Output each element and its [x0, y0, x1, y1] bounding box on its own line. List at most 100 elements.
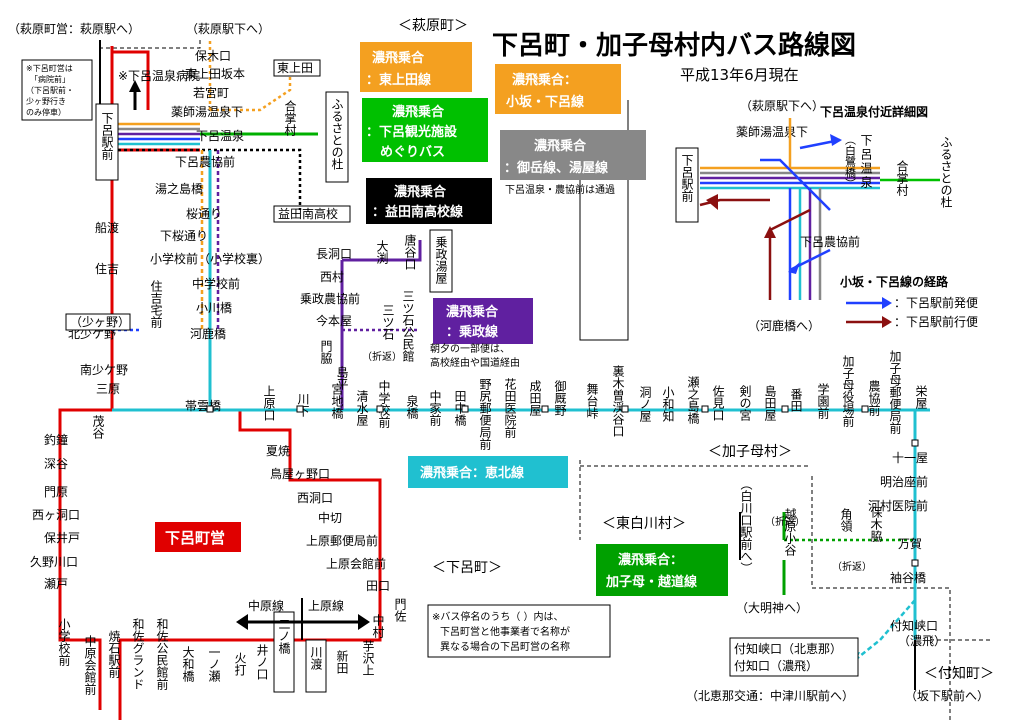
stop-yakushi: 薬師湯温泉下 — [171, 105, 243, 119]
route-bundle-gero-eki — [118, 122, 200, 146]
stop-labels-vertical: 上原口 川下 宮地橋 清水屋 中学校前 泉橋 中家前 田中橋 野尻郵便局前 花田… — [57, 99, 928, 695]
stop-imozawa: 芋沢上 — [361, 640, 375, 676]
stop-obiwa: 小和知 — [661, 386, 675, 423]
inset-yakushi: 薬師湯温泉下 — [736, 125, 808, 139]
note-bottom: ※バス停名のうち（ ）内は、 下呂町営と他事業者で名称が 異なる場合の下呂町営の… — [427, 604, 611, 658]
stop-koshi: 越原小谷 — [783, 508, 797, 557]
stop-oryu2: （折返） — [765, 515, 805, 528]
stop-shogakko: 小学校前（小学校裏） — [150, 251, 270, 266]
stop-seto: 瀬戸 — [44, 577, 68, 591]
stop-nohara-yubin: 野尻郵便局前 — [478, 378, 492, 450]
svg-text:：東上田線: ：東上田線 — [366, 72, 432, 88]
detail-inset: 下呂温泉付近詳細図 （萩原駅下へ） 薬師湯温泉下 下呂駅前 — [675, 99, 978, 333]
svg-text:小坂・下呂線: 小坂・下呂線 — [506, 94, 585, 110]
stop-gero-nokyo: 下呂農協前 — [175, 154, 235, 169]
stop-kashika: 河鹿橋 — [190, 326, 226, 341]
stop-tsurugi: 剣の宮 — [738, 385, 752, 421]
stop-horinoya: 洞ノ屋 — [638, 386, 652, 423]
svg-text:付知口（濃飛）: 付知口（濃飛） — [734, 659, 818, 673]
stop-miyachihashi: 宮地橋 — [330, 382, 344, 420]
svg-text:下呂町営と他事業者で名称が: 下呂町営と他事業者で名称が — [440, 625, 570, 638]
stop-karatani: 唐谷口 — [403, 233, 417, 270]
stop-kadota: 門脇 — [319, 340, 333, 365]
stop-tsukechikyo-nohi: （濃飛） — [898, 634, 946, 648]
box-tsukechi: 付知峡口（北恵那） 付知口（濃飛） — [729, 637, 859, 677]
svg-text:濃飛乗合：: 濃飛乗合： — [512, 72, 577, 88]
stop-hiuchi: 火打 — [233, 652, 247, 676]
stop-markers — [206, 405, 919, 567]
stop-gakuen: 学園前 — [816, 382, 830, 419]
legend-red: ：下呂駅前行便 — [894, 314, 978, 329]
stop-tsukechikyo: 付知峡口 — [890, 619, 938, 633]
stop-masuda-nokyo: 乗政農協前 — [300, 291, 360, 306]
stop-sami: 佐見口 — [711, 385, 725, 421]
stop-kawashimo: 川下 — [296, 393, 310, 417]
stop-sakaeya: 栄屋 — [914, 385, 928, 410]
region-tsukechi: ＜付知町＞ — [924, 665, 994, 682]
stop-kashimo-yakuba: 加子母役場前 — [841, 355, 855, 427]
box-masuda-minami-stop — [273, 205, 351, 223]
stop-masuda-minami: 益田南高校 — [278, 206, 338, 221]
svg-text:濃飛乗合: 濃飛乗合 — [446, 304, 499, 320]
svg-text:：益田南高校線: ：益田南高校線 — [372, 204, 464, 220]
svg-text:少ヶ野行き: 少ヶ野行き — [26, 96, 66, 106]
stop-ogawa: 小川橋 — [196, 301, 232, 315]
stop-shimada: 島田屋 — [763, 384, 777, 422]
stop-meiji: 明治座前 — [880, 474, 928, 489]
stop-manga: 万賀 — [898, 537, 922, 551]
stop-fukatani: 深谷 — [44, 457, 68, 471]
route-masuda — [340, 240, 422, 410]
svg-text:：乗政線: ：乗政線 — [446, 324, 499, 340]
stop-shigeru: 茂谷 — [91, 415, 105, 440]
stop-sakuradori: 桜通り — [186, 207, 222, 221]
stop-nishimura: 西村 — [320, 270, 344, 284]
route-masuda-minami — [118, 148, 302, 210]
box-gero-choei: 下呂町営 — [155, 522, 241, 552]
stop-nakamura: 中村 — [371, 613, 385, 638]
stop-omagari: 大渕 — [375, 240, 389, 264]
page-title: 下呂町・加子母村内バス路線図 — [492, 30, 856, 61]
stop-ninohashi: 二ノ橋 — [277, 618, 291, 655]
stop-kadohara: 門原 — [44, 485, 68, 499]
stop-sumiyoshi: 住吉 — [95, 262, 119, 276]
stop-higashi-ueda: 東上田 — [277, 61, 313, 75]
stop-juichi: 十一屋 — [892, 451, 928, 465]
inset-gassho: 合掌村 — [895, 159, 909, 196]
stop-banda: 番田 — [789, 388, 803, 412]
svg-text:濃飛乗合: 濃飛乗合 — [534, 138, 587, 154]
stop-toriyagahora: 鳥屋ヶ野口 — [270, 466, 330, 481]
inset-furusato: ふるさとの杜 — [939, 136, 953, 208]
stop-owa: 大和橋 — [181, 646, 195, 683]
legend-title: 小坂・下呂線の経路 — [840, 274, 949, 289]
stop-tsurugane: 釣鐘 — [44, 432, 68, 447]
legend-red-arrow-icon — [882, 316, 892, 328]
svg-text:めぐりバス: めぐりバス — [380, 145, 445, 160]
box-higashi-ueda-stop — [273, 59, 321, 77]
stop-oryu-kashimo: （折返） — [832, 560, 872, 573]
box-masuda-yuya — [429, 229, 453, 293]
stop-nagahora: 長洞口 — [316, 247, 352, 261]
note-gero-nokyo-pass: 下呂温泉・農協前は通過 — [505, 183, 615, 196]
arrow-up-icon — [129, 80, 141, 92]
stop-kakuryo: 角領 — [839, 508, 853, 533]
stop-tanaka: 田中橋 — [453, 390, 467, 427]
stop-urakiso: 裏木曽渓谷口 — [611, 364, 625, 437]
stop-shinta: 新田 — [335, 649, 349, 674]
stop-sakashita: （坂下駅前へ） — [905, 688, 989, 703]
stop-shogakko2: 小学校前 — [57, 618, 71, 666]
svg-text:呂: 呂 — [859, 148, 873, 160]
box-kawato — [305, 639, 327, 693]
stop-ueharasen: 上原線 — [308, 598, 344, 613]
stop-wasa-kominkan: 和佐公民館前 — [155, 618, 169, 690]
stop-wasa-ground: 和佐グランド — [131, 618, 145, 690]
stop-nishigahora: 西ヶ洞口 — [32, 508, 80, 522]
stop-kawato: 川渡 — [309, 646, 323, 670]
svg-text:泉: 泉 — [859, 176, 873, 188]
stop-uehara: 上原口 — [262, 385, 276, 421]
svg-text:：下呂観光施設: ：下呂観光施設 — [366, 124, 458, 140]
stop-shimosakura: 下桜通り — [160, 229, 208, 243]
stop-ueharakaikan: 上原会館前 — [326, 556, 386, 571]
stop-nokyo: 農協前 — [867, 380, 881, 416]
stop-nakatsugawa: （北恵那交通：中津川駅前へ） — [686, 688, 854, 703]
